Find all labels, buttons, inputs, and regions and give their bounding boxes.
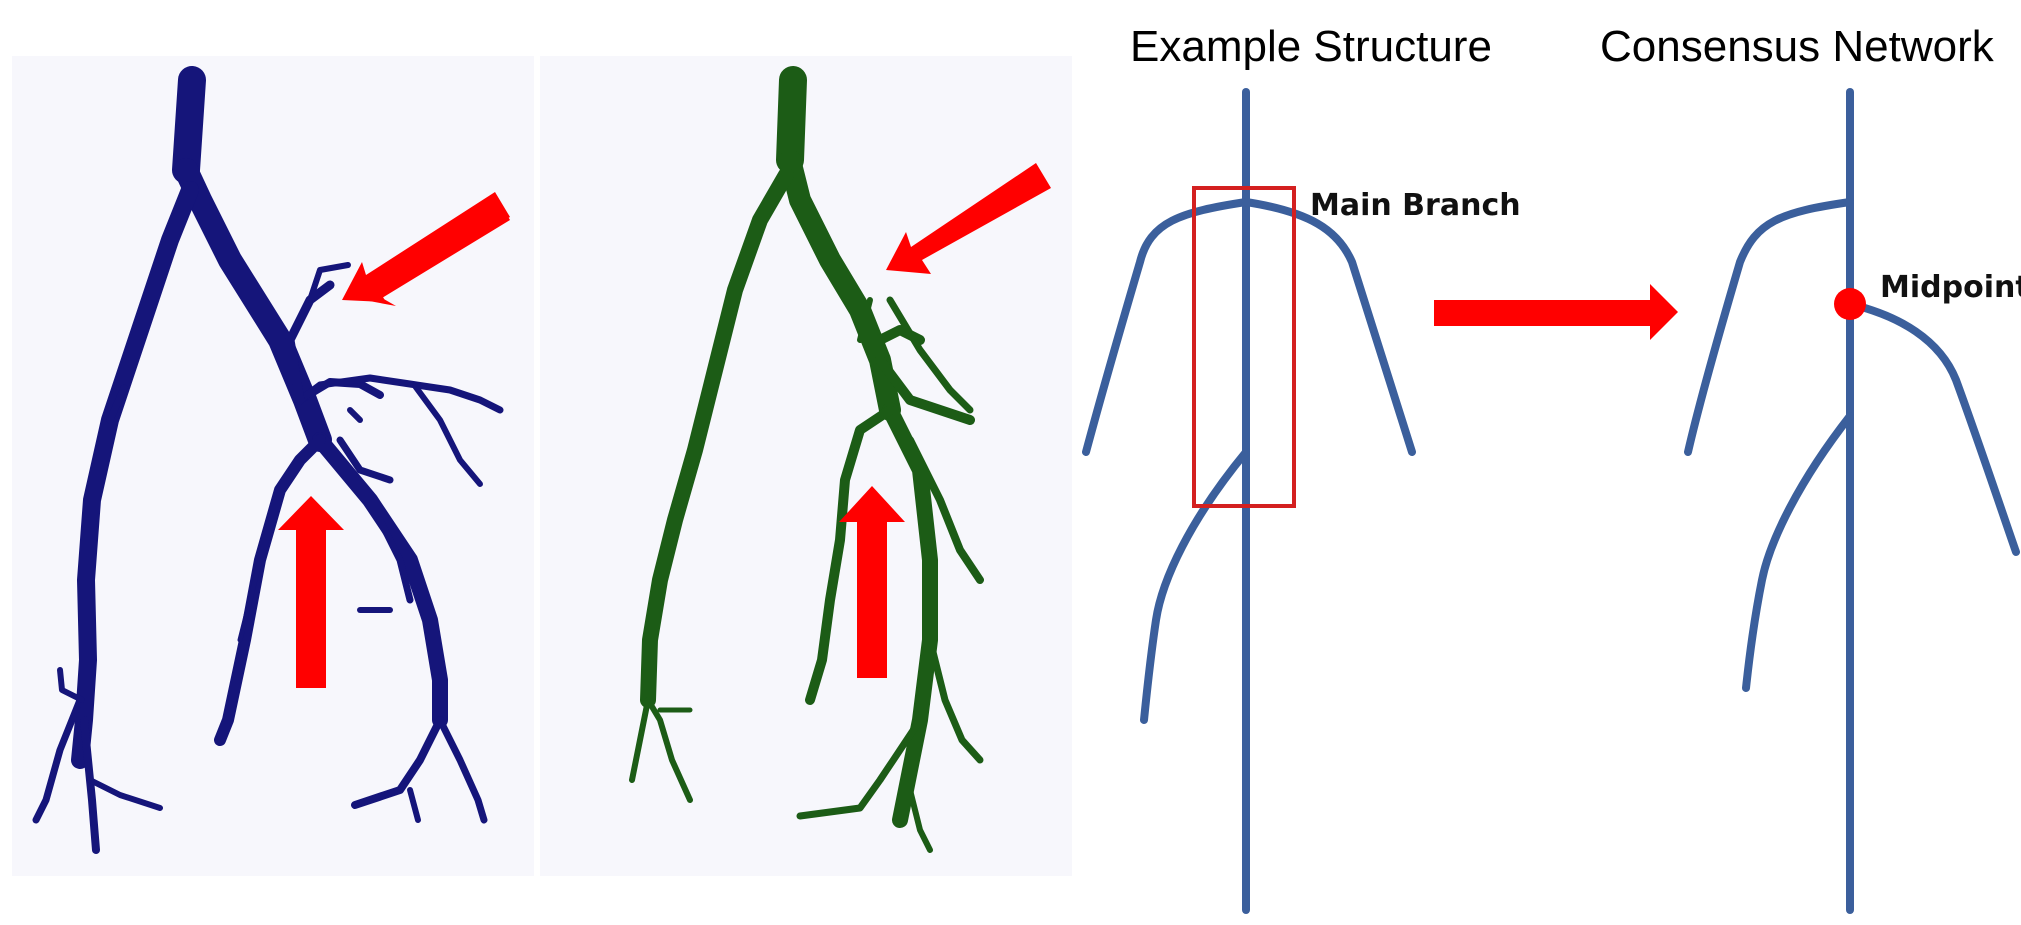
transition-arrow — [1434, 284, 1678, 340]
green-vessel-tree — [632, 80, 980, 850]
up-arrow-blue — [278, 496, 344, 688]
up-arrow-green — [839, 486, 905, 678]
example-structure-heading: Example Structure — [1130, 22, 1492, 72]
consensus-network-heading: Consensus Network — [1600, 22, 1994, 72]
diagonal-arrow-blue — [342, 192, 510, 302]
midpoint-marker — [1834, 288, 1866, 320]
diagonal-arrow-green — [886, 163, 1051, 274]
midpoint-label: Midpoint — [1880, 270, 2021, 305]
main-branch-label: Main Branch — [1310, 188, 1521, 223]
consensus-network-schematic — [1688, 92, 2016, 910]
blue-vessel-tree — [36, 80, 500, 850]
